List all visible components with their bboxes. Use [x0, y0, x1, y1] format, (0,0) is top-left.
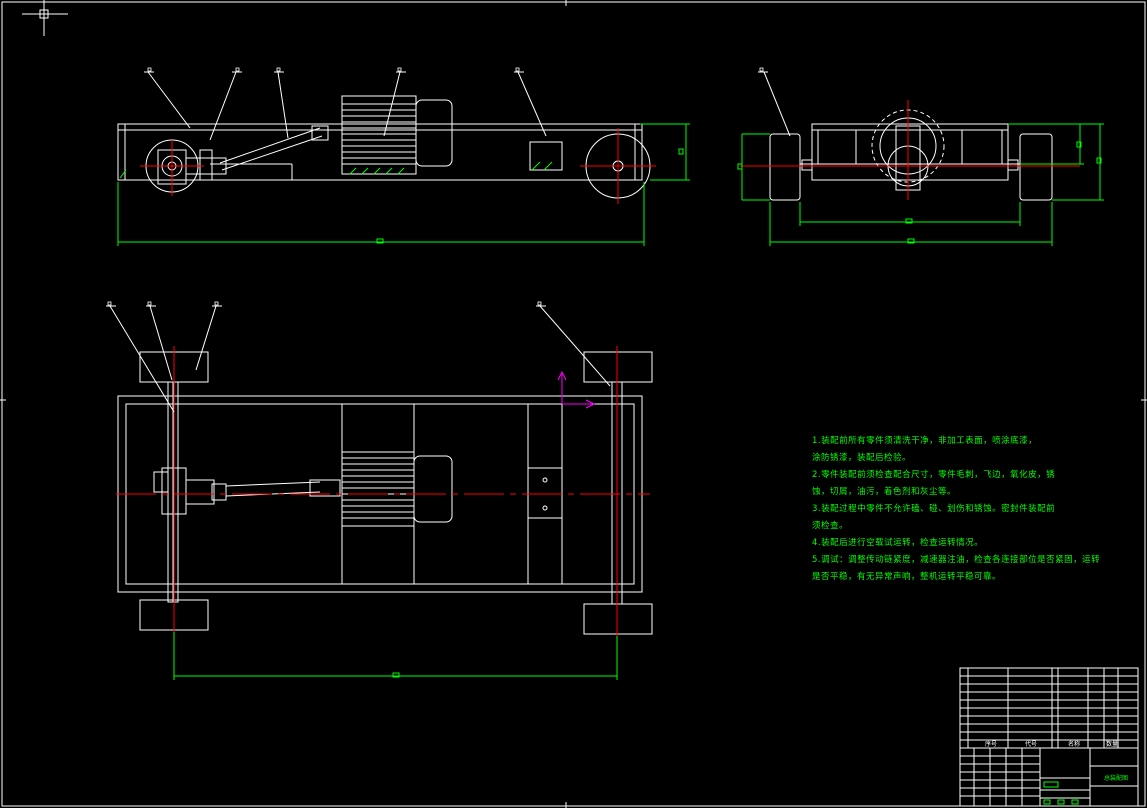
note-line: 5.调试：调整传动链紧度，减速器注油，检查各连接部位是否紧固，运转 [812, 555, 1101, 565]
tb-label-3: 数量 [1106, 740, 1118, 748]
note-line: 3.装配过程中零件不允许磕、碰、划伤和锈蚀。密封件装配前 [812, 504, 1056, 514]
side-view [737, 67, 1104, 246]
note-line: 须检查。 [812, 521, 849, 531]
front-view [117, 67, 690, 246]
title-block-texts: 序号 代号 名称 数量 总装配图 [985, 740, 1128, 782]
title-block-green-marks [1043, 781, 1079, 805]
top-view [106, 301, 653, 680]
technical-requirements-notes: 1.装配前所有零件须清洗干净，非加工表面，喷涂底漆， 涂防锈漆，装配后检验。 2… [812, 436, 1100, 589]
note-line: 4.装配后进行空载试运转，检查运转情况。 [812, 538, 984, 548]
tb-label-0: 序号 [985, 740, 997, 748]
crosshair-cursor-icon [22, 0, 68, 36]
note-line: 蚀，切屑，油污，着色剂和灰尘等。 [812, 487, 957, 497]
tb-label-2: 名称 [1068, 740, 1080, 748]
title-block [959, 667, 1139, 807]
note-line: 2.零件装配前须检查配合尺寸，零件毛刺，飞边，氧化皮，锈 [812, 470, 1056, 480]
drawing-name: 总装配图 [1104, 774, 1128, 782]
note-line: 是否平稳，有无异常声响，整机运转平稳可靠。 [812, 572, 1002, 582]
note-line: 1.装配前所有零件须清洗干净，非加工表面，喷涂底漆， [812, 436, 1038, 446]
tb-label-1: 代号 [1025, 740, 1037, 748]
ucs-axis-icon [557, 370, 596, 409]
note-line: 涂防锈漆，装配后检验。 [812, 453, 912, 463]
